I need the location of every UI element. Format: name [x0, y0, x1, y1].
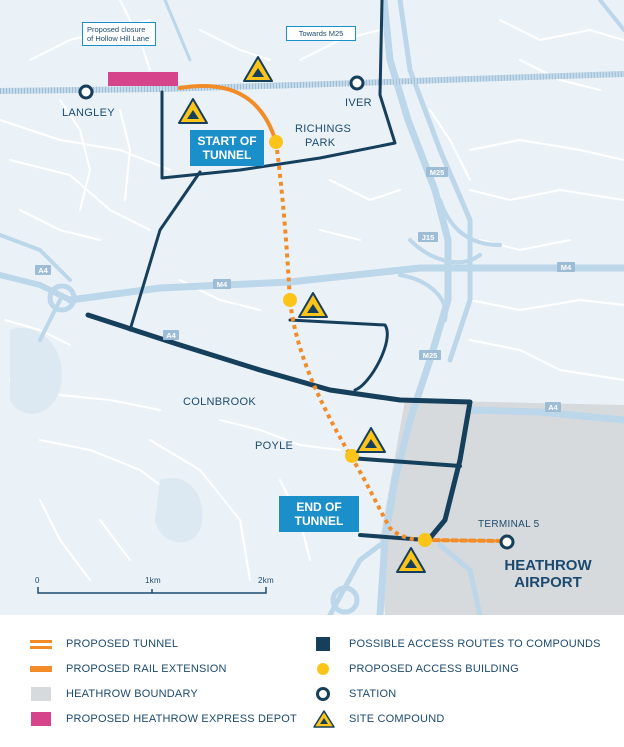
site-compounds [178, 56, 426, 573]
station-icon [499, 534, 515, 550]
access-routes [85, 0, 473, 542]
legend-label: HEATHROW BOUNDARY [66, 688, 198, 700]
road-label-j15: J15 [418, 232, 438, 242]
svg-text:J15: J15 [422, 233, 435, 242]
site-compound-icon [243, 56, 273, 82]
svg-text:A4: A4 [548, 403, 558, 412]
svg-text:M4: M4 [561, 263, 572, 272]
towards-m25-note: Towards M25 [286, 26, 356, 41]
scale-bar: 0 1km 2km [35, 576, 274, 594]
site-compound-icon [396, 547, 426, 573]
site-compound-icon [298, 292, 328, 318]
legend-label: STATION [349, 688, 397, 700]
scale-label-0: 0 [35, 576, 40, 585]
legend-item-heathrow-boundary: HEATHROW BOUNDARY [30, 685, 198, 703]
stations [78, 75, 515, 550]
station-icon [78, 84, 94, 100]
site-compound-icon [313, 710, 335, 728]
road-label-m25-north: M25 [426, 167, 448, 177]
legend-label: PROPOSED TUNNEL [66, 638, 179, 650]
access-building-icon [313, 660, 335, 678]
svg-text:A4: A4 [38, 266, 48, 275]
minor-roads [0, 0, 624, 581]
access-routes-swatch [313, 635, 335, 653]
scale-label-1km: 1km [145, 576, 161, 585]
road-label-m25-south: M25 [419, 350, 441, 360]
proposed-rail-extension [178, 84, 507, 543]
roundabout-west [47, 283, 77, 313]
place-label-richings-park-1: RICHINGS [295, 123, 351, 135]
water-bodies [10, 328, 203, 543]
legend: PROPOSED TUNNEL PROPOSED RAIL EXTENSION … [0, 615, 624, 747]
site-compound-icon [356, 427, 386, 453]
major-roads [0, 0, 624, 615]
legend-item-station: STATION [313, 685, 396, 703]
rail-extension-swatch [30, 660, 52, 678]
access-buildings [269, 135, 432, 547]
legend-item-access-routes: POSSIBLE ACCESS ROUTES TO COMPOUNDS [313, 635, 601, 653]
depot-swatch [30, 710, 52, 728]
svg-text:M4: M4 [217, 280, 228, 289]
map-canvas: A4 M4 M4 M25 J15 M25 A4 A4 LANGLEY IVER … [0, 0, 624, 615]
legend-label: POSSIBLE ACCESS ROUTES TO COMPOUNDS [349, 638, 601, 650]
place-label-richings-park-2: PARK [305, 137, 336, 149]
heathrow-boundary [380, 400, 624, 615]
svg-text:M25: M25 [423, 351, 438, 360]
legend-item-depot: PROPOSED HEATHROW EXPRESS DEPOT [30, 710, 297, 728]
road-label-a4-central: A4 [163, 330, 179, 340]
place-label-terminal-5: TERMINAL 5 [478, 519, 540, 530]
road-label-a4-west: A4 [35, 265, 51, 275]
legend-item-tunnel: PROPOSED TUNNEL [30, 635, 178, 653]
access-building-icon [269, 135, 283, 149]
map: A4 M4 M4 M25 J15 M25 A4 A4 LANGLEY IVER … [0, 0, 624, 615]
legend-label: PROPOSED HEATHROW EXPRESS DEPOT [66, 713, 297, 725]
legend-label: PROPOSED RAIL EXTENSION [66, 663, 227, 675]
road-label-a4-east: A4 [545, 402, 561, 412]
place-label-langley: LANGLEY [62, 107, 115, 119]
place-label-iver: IVER [345, 97, 372, 109]
scale-label-2km: 2km [258, 576, 274, 585]
road-label-m4-west: M4 [213, 279, 231, 289]
hollow-hill-lane-closure-note: Proposed closure of Hollow Hill Lane [82, 22, 156, 46]
legend-item-rail-extension: PROPOSED RAIL EXTENSION [30, 660, 227, 678]
place-label-colnbrook: COLNBROOK [183, 396, 256, 408]
legend-label: SITE COMPOUND [349, 713, 445, 725]
proposed-tunnel [274, 141, 426, 542]
legend-item-access-building: PROPOSED ACCESS BUILDING [313, 660, 519, 678]
legend-item-site-compound: SITE COMPOUND [313, 710, 445, 728]
legend-label: PROPOSED ACCESS BUILDING [349, 663, 519, 675]
place-label-poyle: POYLE [255, 440, 293, 452]
access-building-icon [418, 533, 432, 547]
railway [0, 71, 624, 94]
heathrow-express-depot [108, 72, 178, 86]
svg-text:M25: M25 [430, 168, 445, 177]
station-icon [349, 75, 365, 91]
access-building-icon [345, 449, 359, 463]
road-label-m4-east: M4 [557, 262, 575, 272]
road-labels: A4 M4 M4 M25 J15 M25 A4 A4 [35, 167, 575, 412]
access-building-icon [283, 293, 297, 307]
station-icon [313, 685, 335, 703]
svg-text:A4: A4 [166, 331, 176, 340]
heathrow-boundary-swatch [30, 685, 52, 703]
roundabout-south [330, 585, 360, 615]
site-compound-icon [178, 98, 208, 124]
tunnel-swatch [30, 635, 52, 653]
